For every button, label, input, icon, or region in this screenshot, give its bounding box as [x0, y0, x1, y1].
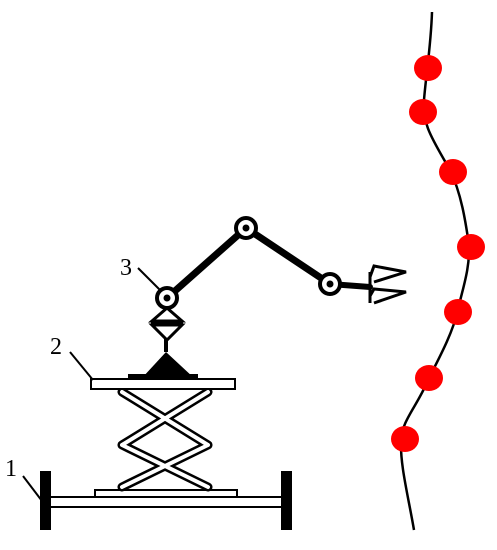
left-wheel [40, 471, 51, 530]
fruit [415, 365, 443, 391]
fruit [409, 99, 437, 125]
upper-arm-link [163, 224, 250, 302]
fruit [414, 55, 442, 81]
shoulder-joint-pin [163, 294, 171, 302]
forearm-link [242, 224, 334, 288]
leader-line-2 [69, 351, 94, 381]
robot-arm [142, 216, 407, 378]
fruit-cluster [391, 55, 485, 452]
cart-base [40, 471, 292, 530]
label-2: 2 [50, 334, 62, 360]
vine-stem [399, 11, 471, 531]
scissor-lift-inner [120, 390, 210, 489]
fruit [457, 234, 485, 260]
label-3: 3 [120, 255, 132, 281]
platform [90, 378, 236, 390]
elbow-joint-pin [242, 224, 250, 232]
scissor-lift [117, 387, 213, 492]
lift-base-plate [94, 489, 238, 498]
leader-line-1 [22, 475, 43, 502]
chassis-bar [49, 496, 283, 508]
leader-line-3 [137, 267, 161, 291]
label-1: 1 [5, 456, 17, 482]
wrist-joint-lower [148, 323, 186, 343]
arm-base [142, 352, 194, 378]
gripper [368, 264, 407, 305]
fruit [439, 159, 467, 185]
fruit [391, 426, 419, 452]
wrist-joint-pin [326, 280, 334, 288]
fruit [444, 299, 472, 325]
right-wheel [281, 471, 292, 530]
base-column [164, 336, 168, 352]
